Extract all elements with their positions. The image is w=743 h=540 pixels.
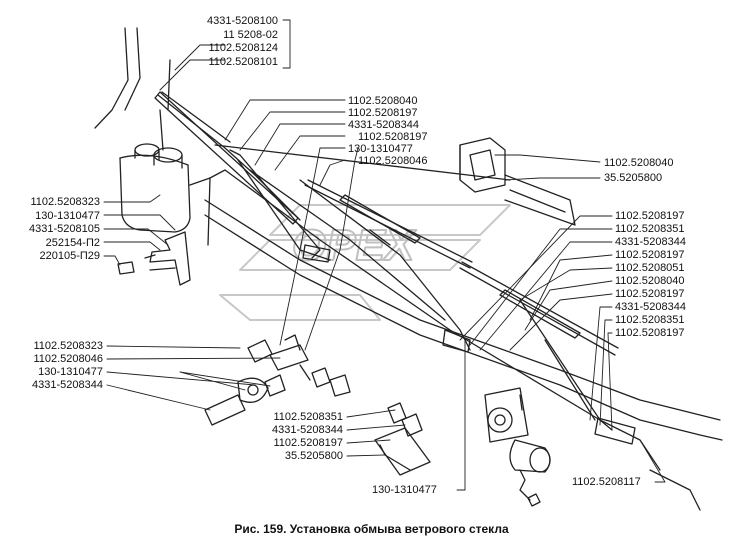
label-right-upper-2: 35.5205800 (604, 172, 663, 184)
exploded-jet-parts (374, 402, 431, 476)
label-left-2: 130-1310477 (35, 210, 100, 222)
label-right-2: 1102.5208351 (615, 223, 685, 235)
watermark-text: OPEX (292, 221, 417, 270)
label-right-1: 1102.5208197 (615, 210, 685, 222)
label-left-4: 252154-П2 (45, 237, 100, 249)
pump-bracket (117, 231, 191, 286)
cab-frame-left-inner (124, 27, 141, 111)
label-left-1: 1102.5208323 (30, 196, 100, 208)
label-center-2: 1102.5208197 (348, 107, 418, 119)
windshield-frame-bottom (204, 199, 721, 421)
label-bottom-3: 1102.5208197 (273, 437, 343, 449)
label-lower-left-4: 4331-5208344 (32, 379, 103, 391)
label-lower-left-1: 1102.5208323 (33, 340, 103, 352)
label-right-5: 1102.5208051 (615, 262, 685, 274)
washer-reservoir (119, 59, 211, 246)
windshield-frame-bottom-2 (204, 214, 723, 441)
label-right-4: 1102.5208197 (615, 249, 685, 261)
label-right-8: 4331-5208344 (615, 301, 686, 313)
wiper-drive-unit (459, 137, 576, 226)
label-center-6: 1102.5208046 (358, 155, 428, 167)
label-right-10: 1102.5208197 (615, 327, 685, 339)
label-top-3: 1102.5208124 (208, 42, 278, 54)
label-bottom-2: 4331-5208344 (272, 424, 343, 436)
label-lower-left-3: 130-1310477 (38, 366, 103, 378)
label-right-upper-1: 1102.5208040 (604, 157, 674, 169)
leader-lines (103, 19, 666, 491)
wiper-blade-left (154, 91, 321, 259)
wiper-blade-right (459, 261, 636, 445)
label-top-1: 4331-5208100 (207, 15, 278, 27)
label-bottom-1: 1102.5208351 (273, 411, 343, 423)
label-top-2: 11 5208-02 (223, 29, 278, 41)
label-bottom-mid: 130-1310477 (372, 484, 437, 496)
label-right-7: 1102.5208197 (615, 288, 685, 300)
label-lower-left-2: 1102.5208046 (33, 353, 103, 365)
label-right-9: 1102.5208351 (615, 314, 685, 326)
label-center-4: 1102.5208197 (358, 131, 428, 143)
wiper-motor (484, 387, 551, 507)
exploded-nozzle-parts (204, 334, 351, 426)
cab-frame-bottom-right (649, 469, 701, 511)
label-right-6: 1102.5208040 (615, 275, 685, 287)
label-bottom-right: 1102.5208117 (572, 476, 641, 488)
label-left-5: 220105-П29 (39, 250, 100, 262)
label-center-1: 1102.5208040 (348, 95, 418, 107)
label-right-3: 4331-5208344 (615, 236, 686, 248)
label-center-3: 4331-5208344 (348, 119, 419, 131)
label-left-3: 4331-5208105 (29, 223, 100, 235)
label-bottom-4: 35.5205800 (284, 450, 343, 462)
cab-frame-left (94, 27, 129, 129)
wiper-blade-center (304, 179, 473, 269)
label-center-5: 130-1310477 (348, 143, 413, 155)
figure-caption: Рис. 159. Установка обмыва ветрового сте… (234, 522, 509, 536)
label-top-4: 1102.5208101 (208, 56, 278, 68)
